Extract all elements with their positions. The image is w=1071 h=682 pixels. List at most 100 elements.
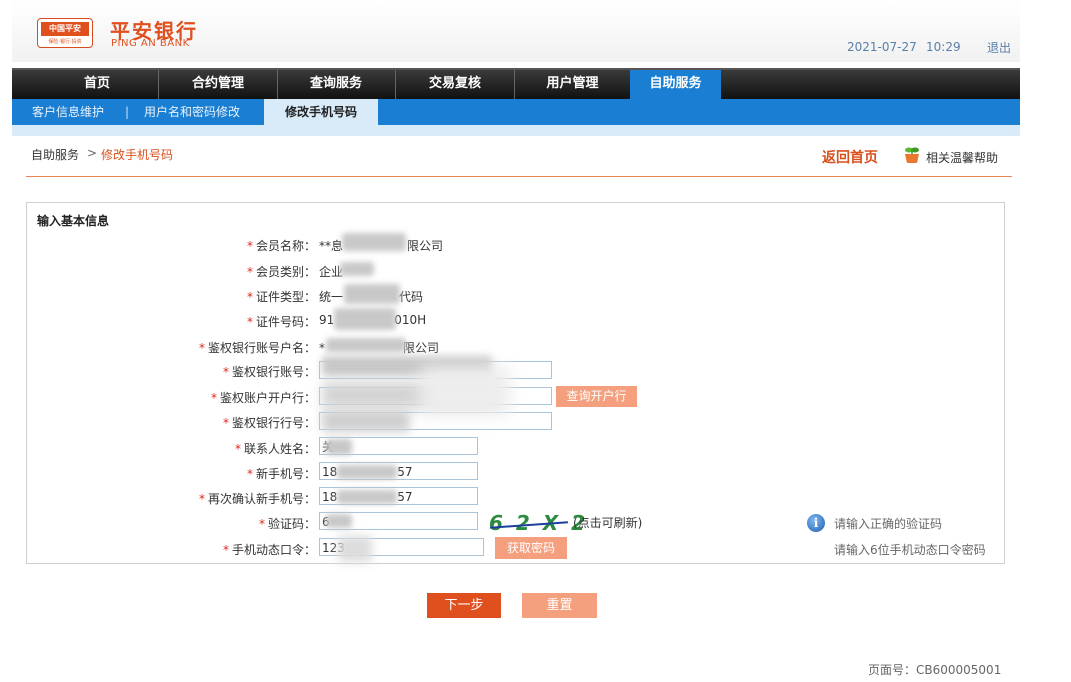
help-link[interactable]: 相关温馨帮助 [926,151,999,165]
redacted-blur [338,536,372,562]
contact-name-label: *联系人姓名： [235,440,316,457]
subnav-customer-info[interactable]: 客户信息维护 [32,105,105,119]
logo-subtext: 保险·银行·投资 [48,39,82,45]
member-name-suffix: 限公司 [407,239,444,253]
required-mark: * [198,492,205,506]
main-nav: 首页 合约管理 查询服务 交易复核 用户管理 自助服务 [12,68,1020,99]
required-mark: * [246,467,253,481]
nav-self-service[interactable]: 自助服务 [630,70,721,99]
next-button[interactable]: 下一步 [427,593,501,618]
bank-account-label-text: 鉴权银行账号： [231,365,316,379]
contact-name-label-text: 联系人姓名： [243,442,316,456]
confirm-mobile-suffix: 57 [397,490,413,504]
get-otp-button[interactable]: 获取密码 [495,537,567,559]
member-type-label-text: 会员类别： [255,265,316,279]
member-name-label-text: 会员名称： [255,239,316,253]
header-bar [12,0,1020,62]
form-title: 输入基本信息 [37,214,110,228]
redacted-blur [344,284,400,304]
captcha-label: *验证码： [259,515,316,532]
required-mark: * [210,391,217,405]
otp-tip: 请输入6位手机动态口令密码 [834,543,986,557]
redacted-blur [334,308,396,330]
member-name-prefix: **息 [319,239,344,253]
otp-label: *手机动态口令： [223,541,316,558]
captcha-label-text: 验证码： [267,517,316,531]
new-mobile-label-text: 新手机号： [255,467,316,481]
redacted-blur [340,262,374,276]
cert-type-suffix: 代码 [399,290,424,304]
logo-text: 中国平安 [41,22,89,36]
breadcrumb-current: 修改手机号码 [101,148,174,162]
redacted-blur [337,465,397,479]
query-bank-button[interactable]: 查询开户行 [556,386,637,407]
cert-no-label-text: 证件号码： [255,315,316,329]
required-mark: * [222,416,229,430]
header-date: 2021-07-27 [847,40,917,54]
confirm-mobile-label-text: 再次确认新手机号： [207,492,316,506]
redacted-blur [337,490,397,504]
redacted-blur [420,366,510,416]
captcha-refresh-hint: (点击可刷新) [573,516,643,530]
return-home-link[interactable]: 返回首页 [822,150,878,166]
redacted-blur [322,410,410,432]
plant-pot-icon [905,147,919,163]
redacted-blur [342,233,406,251]
subnav-separator: | [125,105,130,119]
member-type-value: 企业 [319,265,344,279]
cert-no-value: 91 010H [319,313,426,327]
account-name-value: *限公司 [319,339,439,356]
bank-name-en: PING AN BANK [111,38,190,49]
subnav-password[interactable]: 用户名和密码修改 [144,105,241,119]
redacted-blur [326,338,406,352]
new-mobile-label: *新手机号： [247,465,316,482]
new-mobile-suffix: 57 [397,465,413,479]
info-icon: i [807,514,825,532]
subnav-change-mobile[interactable]: 修改手机号码 [264,99,378,125]
cert-type-prefix: 统一 [319,290,344,304]
nav-contract[interactable]: 合约管理 [158,70,278,99]
page-code: 页面号：CB600005001 [868,663,1002,677]
logout-link[interactable]: 退出 [987,41,1012,55]
required-mark: * [234,442,241,456]
cert-type-label-text: 证件类型： [255,290,316,304]
required-mark: * [198,341,205,355]
account-name-suffix: 限公司 [403,341,440,355]
breadcrumb-divider [26,176,1012,177]
otp-label-text: 手机动态口令： [231,543,316,557]
cert-type-label: *证件类型： [247,288,316,305]
header-time: 10:29 [926,40,961,54]
redacted-blur [326,439,352,455]
confirm-mobile-label: *再次确认新手机号： [199,490,316,507]
cert-no-suffix: 010H [394,313,427,327]
bank-code-label: *鉴权银行行号： [223,414,316,431]
subnav-shade [12,125,1020,136]
captcha-tip: 请输入正确的验证码 [834,517,943,531]
confirm-mobile-prefix: 18 [322,490,338,504]
new-mobile-prefix: 18 [322,465,338,479]
breadcrumb-parent[interactable]: 自助服务 [31,148,80,162]
account-bank-label-text: 鉴权账户开户行： [219,391,316,405]
redacted-blur [326,514,352,528]
account-bank-label: *鉴权账户开户行： [211,389,316,406]
bank-account-label: *鉴权银行账号： [223,363,316,380]
nav-user[interactable]: 用户管理 [546,76,599,91]
sub-nav: 客户信息维护 | 用户名和密码修改 修改手机号码 [12,99,1020,125]
member-name-value: **息 限公司 [319,237,443,254]
bank-code-label-text: 鉴权银行行号： [231,416,316,430]
account-name-label-text: 鉴权银行账号户名： [207,341,316,355]
reset-button[interactable]: 重置 [522,593,597,618]
member-type-label: *会员类别： [247,263,316,280]
breadcrumb-arrow: > [87,146,98,160]
nav-query[interactable]: 查询服务 [277,70,396,99]
form-panel [26,202,1005,564]
account-name-label: *鉴权银行账号户名： [199,339,316,356]
captcha-input[interactable]: 6 [319,512,478,530]
cert-type-value: 统一 代码 [319,288,423,305]
nav-review[interactable]: 交易复核 [396,70,515,99]
nav-home[interactable]: 首页 [36,70,159,99]
cert-no-prefix: 91 [319,313,335,327]
cert-no-label: *证件号码： [247,313,316,330]
member-name-label: *会员名称： [247,237,316,254]
required-mark: * [246,315,253,329]
